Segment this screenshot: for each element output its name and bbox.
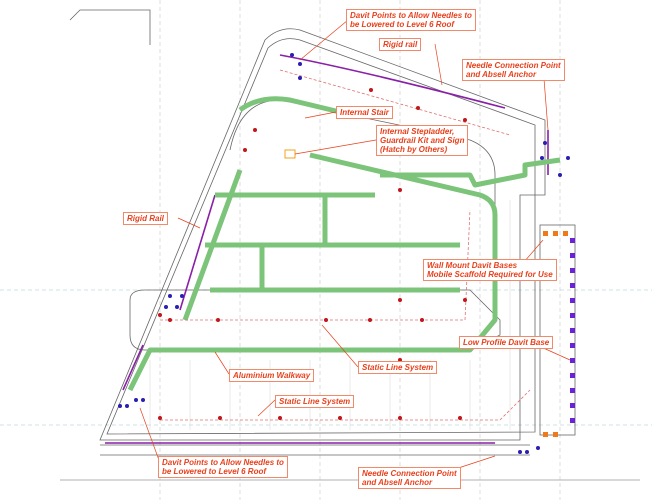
low-profile-davit-bases — [570, 238, 575, 423]
static-line-system — [160, 69, 531, 421]
callout-internal-stair: Internal Stair — [336, 106, 393, 119]
callout-line: Low Profile Davit Base — [463, 338, 550, 347]
aluminium-walkways — [127, 96, 561, 392]
callout-stepladder: Internal Stepladder, Guardrail Kit and S… — [376, 125, 469, 156]
callout-static-line-mid: Static Line System — [358, 361, 438, 374]
wall-mount-davit-bases — [543, 231, 568, 437]
callout-line: be Lowered to Level 6 Roof — [162, 467, 267, 476]
callout-line: Static Line System — [279, 397, 351, 406]
callout-line: Guardrail Kit and Sign — [380, 136, 465, 145]
callout-line: Internal Stair — [340, 108, 389, 117]
needle-points — [118, 53, 570, 454]
callout-line: Rigid Rail — [127, 214, 164, 223]
callout-line: Internal Stepladder, — [380, 127, 455, 136]
callout-line: Davit Points to Allow Needles to — [162, 458, 284, 467]
callout-line: Wall Mount Davit Bases — [427, 261, 518, 270]
callout-line: be Lowered to Level 6 Roof — [350, 20, 455, 29]
callout-needle-top: Needle Connection Point and Absell Ancho… — [462, 59, 565, 81]
rigid-rails — [105, 54, 549, 444]
callout-rigid-rail-top: Rigid rail — [379, 38, 422, 51]
building-outline — [60, 9, 640, 481]
callout-line: (Hatch by Others) — [380, 145, 448, 154]
rigid-rail-lower-left — [122, 344, 144, 391]
callout-davit-points-top: Davit Points to Allow Needles to be Lowe… — [346, 9, 476, 31]
callout-low-profile-davit: Low Profile Davit Base — [459, 336, 554, 349]
callout-needle-bottom: Needle Connection Point and Absell Ancho… — [358, 467, 461, 489]
stepladder-hatch — [284, 149, 296, 159]
davit-points — [158, 88, 467, 420]
callout-line: Rigid rail — [383, 40, 418, 49]
callout-davit-points-bottom: Davit Points to Allow Needles to be Lowe… — [158, 456, 288, 478]
callout-line: Needle Connection Point — [466, 61, 561, 70]
callout-rigid-rail-left: Rigid Rail — [123, 212, 168, 225]
callout-line: and Absell Anchor — [362, 478, 433, 487]
callout-line: Mobile Scaffold Required for Use — [427, 270, 553, 279]
callout-static-line-low: Static Line System — [275, 395, 355, 408]
callout-line: Needle Connection Point — [362, 469, 457, 478]
callout-wall-mount-davit: Wall Mount Davit Bases Mobile Scaffold R… — [423, 259, 557, 281]
callout-line: Aluminium Walkway — [233, 371, 311, 380]
rigid-rail-left — [179, 194, 216, 311]
callout-aluminium-walkway: Aluminium Walkway — [229, 369, 315, 382]
callout-line: Davit Points to Allow Needles to — [350, 11, 472, 20]
callout-line: Static Line System — [362, 363, 434, 372]
callout-line: and Absell Anchor — [466, 70, 537, 79]
